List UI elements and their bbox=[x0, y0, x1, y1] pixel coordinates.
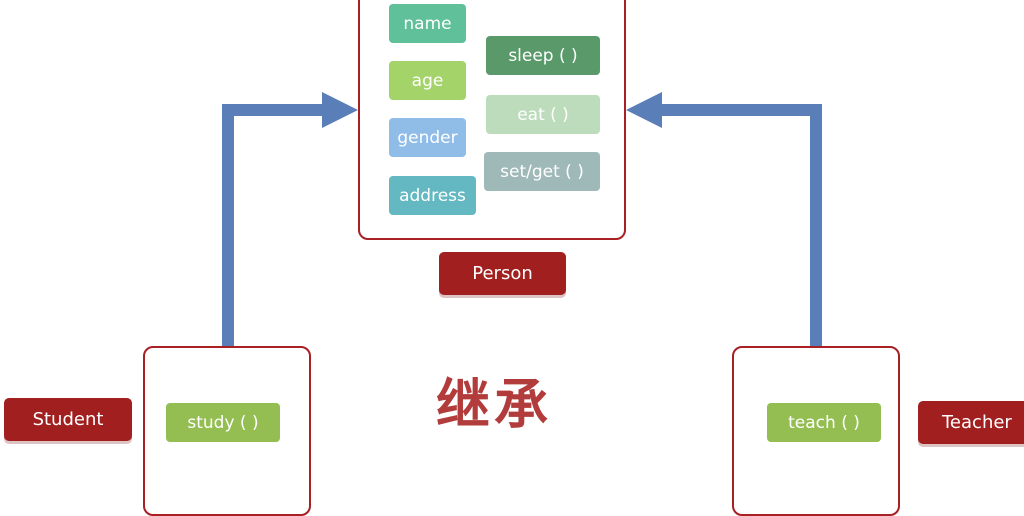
field-age: age bbox=[389, 61, 466, 100]
teacher-label: Teacher bbox=[918, 401, 1024, 444]
field-gender: gender bbox=[389, 118, 466, 157]
method-sleep: sleep ( ) bbox=[486, 36, 600, 75]
student-to-person-arrow bbox=[222, 92, 358, 348]
method-set-get: set/get ( ) bbox=[484, 152, 600, 191]
inheritance-heading: 继承 bbox=[436, 373, 552, 436]
method-eat: eat ( ) bbox=[486, 95, 600, 134]
method-teach: teach ( ) bbox=[767, 403, 881, 442]
student-label: Student bbox=[4, 398, 132, 441]
teacher-to-person-arrow bbox=[626, 92, 822, 348]
method-study: study ( ) bbox=[166, 403, 280, 442]
person-label: Person bbox=[439, 252, 566, 295]
field-address: address bbox=[389, 176, 476, 215]
inheritance-arrows bbox=[222, 92, 822, 348]
field-name: name bbox=[389, 4, 466, 43]
